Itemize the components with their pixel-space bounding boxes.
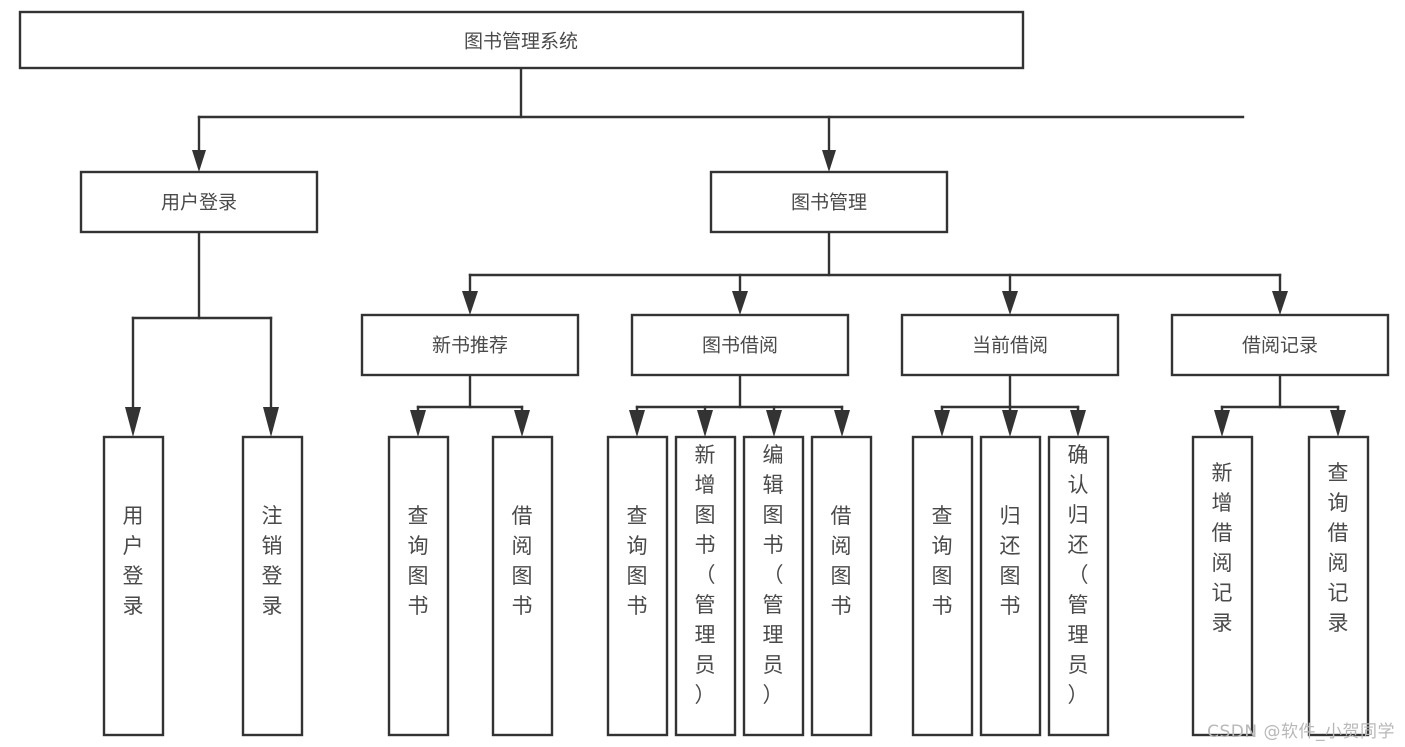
leaf-return-book-label: 归还图书 — [1000, 504, 1021, 618]
leaf-query-book-1-label: 查询图书 — [408, 504, 429, 618]
leaf-query-book-3[interactable]: 查询图书 — [911, 435, 974, 737]
connector-book-management-to-level3 — [462, 230, 1288, 315]
node-new-book-recommend-label: 新书推荐 — [432, 335, 508, 357]
leaf-query-book-2-label: 查询图书 — [627, 504, 648, 618]
connector-new-book-recommend-to-leaves — [410, 373, 530, 437]
leaf-user-login[interactable]: 用户登录 — [102, 435, 165, 737]
leaf-query-record-label: 查询借阅记录 — [1328, 461, 1349, 635]
leaf-confirm-return[interactable]: 确认归还（管理员） — [1047, 435, 1110, 737]
connector-user-login-to-leaves — [125, 230, 279, 437]
leaf-add-book[interactable]: 新增图书（管理员） — [674, 435, 737, 737]
connector-root-to-level2 — [192, 66, 1245, 172]
node-book-management[interactable]: 图书管理 — [709, 170, 949, 234]
leaf-edit-book[interactable]: 编辑图书（管理员） — [742, 435, 805, 737]
leaf-borrow-book-2-label: 借阅图书 — [831, 504, 852, 618]
leaf-borrow-book-1[interactable]: 借阅图书 — [491, 435, 554, 737]
connector-current-borrow-to-leaves — [934, 373, 1086, 437]
leaf-user-login-label: 用户登录 — [123, 504, 144, 618]
leaf-logout-login[interactable]: 注销登录 — [241, 435, 304, 737]
leaf-query-record[interactable]: 查询借阅记录 — [1307, 435, 1370, 737]
leaf-return-book[interactable]: 归还图书 — [979, 435, 1042, 737]
node-root-label: 图书管理系统 — [464, 31, 578, 53]
node-borrow-record[interactable]: 借阅记录 — [1170, 313, 1390, 377]
leaf-borrow-book-2[interactable]: 借阅图书 — [810, 435, 873, 737]
csdn-watermark: CSDN @软件_小贺同学 — [1207, 722, 1395, 742]
node-user-login-label: 用户登录 — [161, 192, 237, 214]
connector-borrow-record-to-leaves — [1214, 373, 1346, 437]
leaf-logout-login-label: 注销登录 — [262, 504, 283, 618]
leaf-query-book-2[interactable]: 查询图书 — [606, 435, 669, 737]
leaf-edit-book-label: 编辑图书（管理员） — [763, 443, 784, 707]
leaf-borrow-book-1-label: 借阅图书 — [512, 504, 533, 618]
leaf-add-record[interactable]: 新增借阅记录 — [1191, 435, 1254, 737]
node-user-login[interactable]: 用户登录 — [79, 170, 319, 234]
node-borrow-record-label: 借阅记录 — [1242, 335, 1318, 357]
node-book-borrow-label: 图书借阅 — [702, 335, 778, 357]
node-root[interactable]: 图书管理系统 — [18, 10, 1025, 70]
leaf-query-book-3-label: 查询图书 — [932, 504, 953, 618]
node-current-borrow[interactable]: 当前借阅 — [900, 313, 1120, 377]
node-book-management-label: 图书管理 — [791, 192, 867, 214]
leaf-add-book-label: 新增图书（管理员） — [695, 443, 716, 707]
connector-book-borrow-to-leaves — [629, 373, 850, 437]
leaf-query-book-1[interactable]: 查询图书 — [387, 435, 450, 737]
leaf-confirm-return-label: 确认归还（管理员） — [1068, 443, 1089, 707]
node-new-book-recommend[interactable]: 新书推荐 — [360, 313, 580, 377]
node-current-borrow-label: 当前借阅 — [972, 335, 1048, 357]
node-book-borrow[interactable]: 图书借阅 — [630, 313, 850, 377]
leaf-add-record-label: 新增借阅记录 — [1212, 461, 1233, 635]
